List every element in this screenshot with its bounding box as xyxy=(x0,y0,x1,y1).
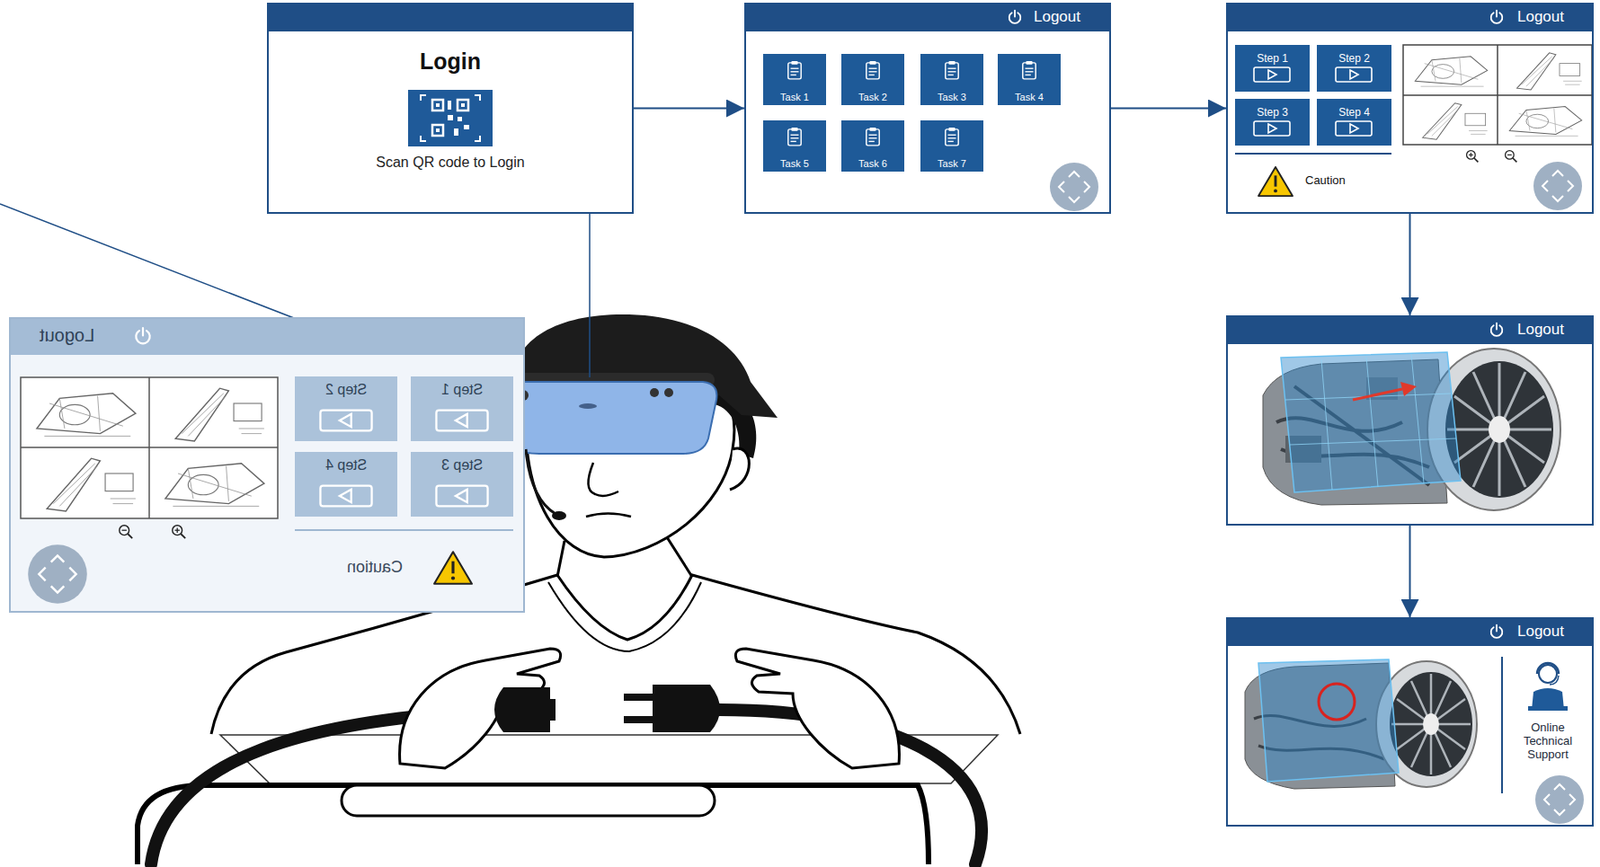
step-tile: Step 1 xyxy=(1235,44,1310,92)
task-tile: Task 7 xyxy=(920,120,984,174)
logout-label: Logout xyxy=(1517,622,1565,641)
task-tile: Task 4 xyxy=(997,53,1061,107)
text-slot: Login xyxy=(315,48,586,75)
task-tile: Task 3 xyxy=(920,53,984,107)
logout-label: Logout xyxy=(39,325,95,347)
text-slot: Scan QR code to Login xyxy=(315,154,586,171)
screen-title: Login xyxy=(419,48,481,75)
caution-label: Caution xyxy=(346,558,403,578)
text-slot: Task 5 xyxy=(764,154,826,171)
text-slot: Task 3 xyxy=(921,88,983,105)
step-label: Step 3 xyxy=(1256,106,1289,120)
task-label: Task 5 xyxy=(780,158,809,170)
step-label: Step 1 xyxy=(1256,53,1289,66)
text-slot: Task 2 xyxy=(842,88,904,105)
instruction-text: Scan QR code to Login xyxy=(375,154,525,171)
ar-support-panel: LogoutOnline Technical Support xyxy=(1226,617,1594,827)
task-tile: Task 1 xyxy=(763,53,827,107)
flow-arrow xyxy=(1409,525,1412,618)
text-slot: Step 3 xyxy=(412,457,512,474)
support-label: Online Technical Support xyxy=(1510,721,1586,763)
mirrored-view-panel: Step 1 Step 2 Step 3 Step 4 LogoutCaution xyxy=(8,317,525,614)
flow-arrow xyxy=(1111,107,1227,110)
text-slot: Step 2 xyxy=(1318,49,1391,66)
step-tile: Step 2 xyxy=(1316,44,1392,92)
qr-code-icon xyxy=(408,89,493,147)
flow-arrow xyxy=(633,107,745,110)
step-tile: Step 3 xyxy=(1235,98,1310,146)
text-slot: Online Technical Support xyxy=(1510,721,1586,763)
step-tile: Step 4 xyxy=(294,452,398,517)
text-slot: Caution xyxy=(1305,171,1346,188)
task-tile-ground xyxy=(763,53,1061,172)
step-label: Step 3 xyxy=(441,457,483,474)
task-tile: Task 6 xyxy=(841,120,905,174)
task-label: Task 4 xyxy=(1014,91,1044,104)
text-slot: Logout xyxy=(1517,320,1565,339)
step-label: Step 2 xyxy=(1338,53,1370,66)
text-slot: Step 4 xyxy=(1318,103,1391,120)
task-tile: Task 2 xyxy=(841,53,905,107)
text-slot: Caution xyxy=(346,558,403,578)
flow-arrow xyxy=(1409,213,1412,316)
text-slot: Step 1 xyxy=(1236,49,1309,66)
panel-ground xyxy=(8,2,1594,827)
text-slot: Logout xyxy=(39,325,95,347)
ar-overlay-panel: Logout xyxy=(1226,315,1594,526)
logout-label: Logout xyxy=(1517,8,1565,27)
text-slot: Task 1 xyxy=(764,88,826,105)
step-label: Step 1 xyxy=(441,382,483,399)
text-slot: Step 4 xyxy=(296,457,396,474)
power-icon xyxy=(135,10,1503,639)
text-slot: Task 4 xyxy=(998,88,1060,105)
task-label: Task 7 xyxy=(937,158,967,170)
text-slot: Logout xyxy=(1517,8,1565,27)
text-slot: Logout xyxy=(1033,8,1081,27)
text-slot: Logout xyxy=(1517,622,1565,641)
step-label: Step 2 xyxy=(325,382,367,399)
task-list-panel: Task 1 Task 2 Task 3 Task 4 Task 5 Task 6 Task… xyxy=(744,2,1112,214)
text-slot: Step 3 xyxy=(1236,103,1309,120)
task-label: Task 1 xyxy=(780,91,809,104)
task-label: Task 6 xyxy=(858,158,888,170)
step-tile: Step 2 xyxy=(294,376,398,442)
logout-label: Logout xyxy=(1517,320,1565,339)
step-tile: Step 4 xyxy=(1316,98,1392,146)
text-slot: Step 1 xyxy=(412,382,512,399)
engine-support-image xyxy=(1244,657,1568,794)
step-tile: Step 3 xyxy=(410,452,514,517)
mirrored-step-ground xyxy=(20,376,514,585)
text-slot: Task 6 xyxy=(842,154,904,171)
login-panel: LoginScan QR code to Login xyxy=(266,2,634,214)
step-tile: Step 1 xyxy=(410,376,514,442)
task-label: Task 2 xyxy=(858,91,888,104)
engine-ar-image xyxy=(1262,348,1561,511)
step-label: Step 4 xyxy=(1338,106,1370,120)
logout-label: Logout xyxy=(1033,8,1081,27)
task-steps-panel: Step 1 Step 2 Step 3 Step 4 LogoutCaution xyxy=(1226,2,1594,214)
navigation-pad xyxy=(27,161,1584,825)
text-slot: Step 2 xyxy=(296,382,396,399)
task-tile: Task 5 xyxy=(763,120,827,174)
task-label: Task 3 xyxy=(937,91,967,104)
caution-label: Caution xyxy=(1305,174,1346,188)
text-slot: Task 7 xyxy=(921,154,983,171)
step-label: Step 4 xyxy=(325,457,367,474)
